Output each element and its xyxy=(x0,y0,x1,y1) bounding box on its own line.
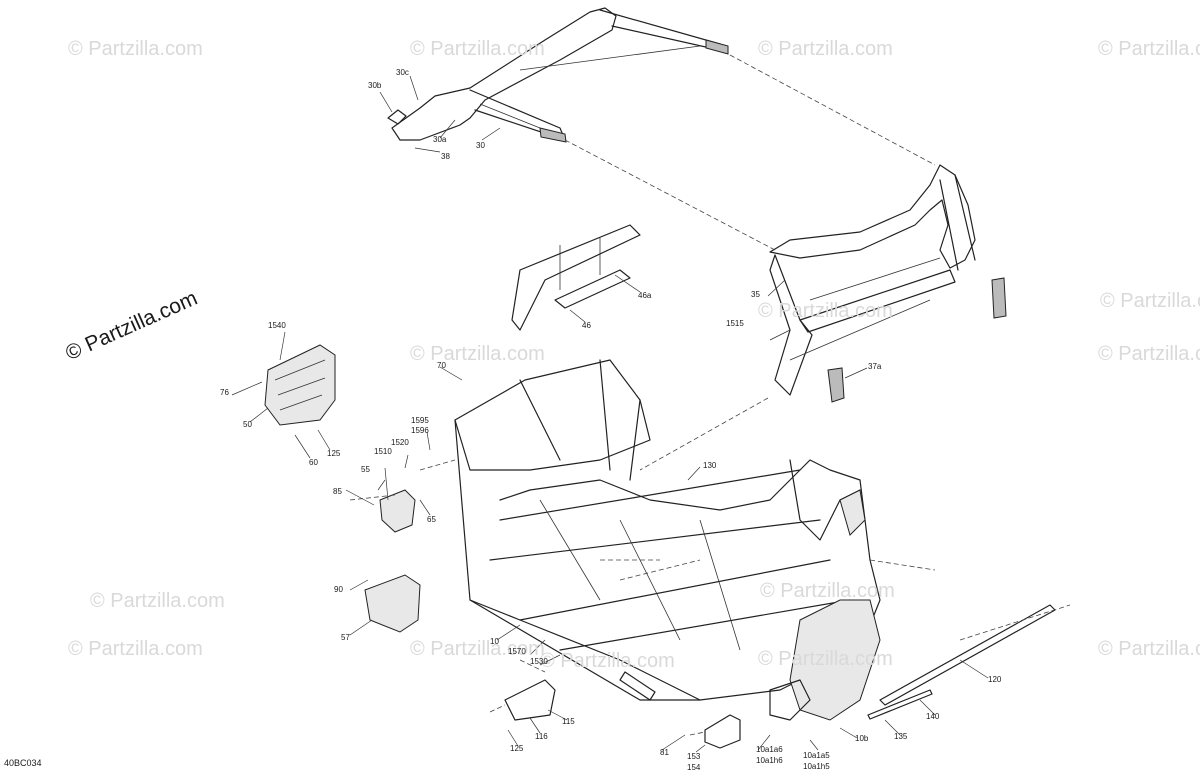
callout-30: 30 xyxy=(476,141,485,150)
bracket-57 xyxy=(364,574,421,633)
watermark-3: © Partzilla.com xyxy=(758,38,893,60)
callout-154: 154 xyxy=(687,763,701,772)
roll-cage-rear-frame xyxy=(769,164,1007,403)
callout-37a: 37a xyxy=(868,362,882,371)
callout-1540: 1540 xyxy=(268,321,286,330)
callout-10: 10 xyxy=(490,637,499,646)
callout-76: 76 xyxy=(220,388,229,397)
callout-90: 90 xyxy=(334,585,343,594)
callout-130: 130 xyxy=(703,461,717,470)
callout-10a1h6: 10a1h6 xyxy=(756,756,783,765)
roll-cage-front-bar xyxy=(387,7,729,143)
callout-30a: 30a xyxy=(433,135,447,144)
rod-135 xyxy=(867,689,933,720)
watermark-8: © Partzilla.com xyxy=(68,638,203,660)
callout-10a1h5: 10a1h5 xyxy=(803,762,830,771)
watermark-15: © Partzilla.com xyxy=(540,650,675,672)
callout-1520: 1520 xyxy=(391,438,409,447)
callout-57: 57 xyxy=(341,633,350,642)
watermark-7: © Partzilla.com xyxy=(1098,343,1200,365)
assembly-dashed-lines xyxy=(349,54,1071,736)
bracket-55 xyxy=(379,489,416,533)
bracket-50 xyxy=(264,344,336,426)
watermark-1: © Partzilla.com xyxy=(68,38,203,60)
callout-1530: 1530 xyxy=(530,657,548,666)
callout-81: 81 xyxy=(660,748,669,757)
callout-46a: 46a xyxy=(638,291,652,300)
watermark-10: © Partzilla.com xyxy=(758,648,893,670)
watermark-5: © Partzilla.com xyxy=(410,343,545,365)
watermark-4: © Partzilla.com xyxy=(1098,38,1200,60)
leader-lines xyxy=(231,75,989,753)
callout-125-upper: 125 xyxy=(327,449,341,458)
callout-70: 70 xyxy=(437,361,446,370)
callout-140: 140 xyxy=(926,712,940,721)
watermark-12: © Partzilla.com xyxy=(90,590,225,612)
diagram-code: 40BC034 xyxy=(4,758,42,768)
callout-120: 120 xyxy=(988,675,1002,684)
main-frame xyxy=(454,359,881,721)
callout-115: 115 xyxy=(562,717,575,726)
callout-135: 135 xyxy=(894,732,908,741)
callout-10a1a5: 10a1a5 xyxy=(803,751,830,760)
callout-55: 55 xyxy=(361,465,370,474)
plate-115 xyxy=(504,679,556,721)
callout-65: 65 xyxy=(427,515,436,524)
callout-125-lower: 125 xyxy=(510,744,524,753)
watermark-13: © Partzilla.com xyxy=(1100,290,1200,312)
watermark-6: © Partzilla.com xyxy=(758,300,893,322)
bracket-153 xyxy=(704,714,741,749)
watermark-2: © Partzilla.com xyxy=(410,38,545,60)
cross-brace-46 xyxy=(511,224,641,331)
callout-46: 46 xyxy=(582,321,591,330)
callout-50: 50 xyxy=(243,420,252,429)
callout-38: 38 xyxy=(441,152,450,161)
callout-30b: 30b xyxy=(368,81,382,90)
callout-1510: 1510 xyxy=(374,447,392,456)
bar-120 xyxy=(879,604,1056,706)
callout-10a1a6: 10a1a6 xyxy=(756,745,783,754)
callout-1595: 1595 xyxy=(411,416,429,425)
callout-153: 153 xyxy=(687,752,701,761)
watermark-11: © Partzilla.com xyxy=(1098,638,1200,660)
callout-116: 116 xyxy=(535,732,548,741)
callout-1570: 1570 xyxy=(508,647,526,656)
callout-85: 85 xyxy=(333,487,342,496)
callout-30c: 30c xyxy=(396,68,409,77)
callout-10b: 10b xyxy=(855,734,869,743)
watermark-9: © Partzilla.com xyxy=(410,638,545,660)
watermark-14: © Partzilla.com xyxy=(760,580,895,602)
callout-60: 60 xyxy=(309,458,318,467)
callout-1515: 1515 xyxy=(726,319,744,328)
callout-35: 35 xyxy=(751,290,760,299)
callout-1596: 1596 xyxy=(411,426,429,435)
